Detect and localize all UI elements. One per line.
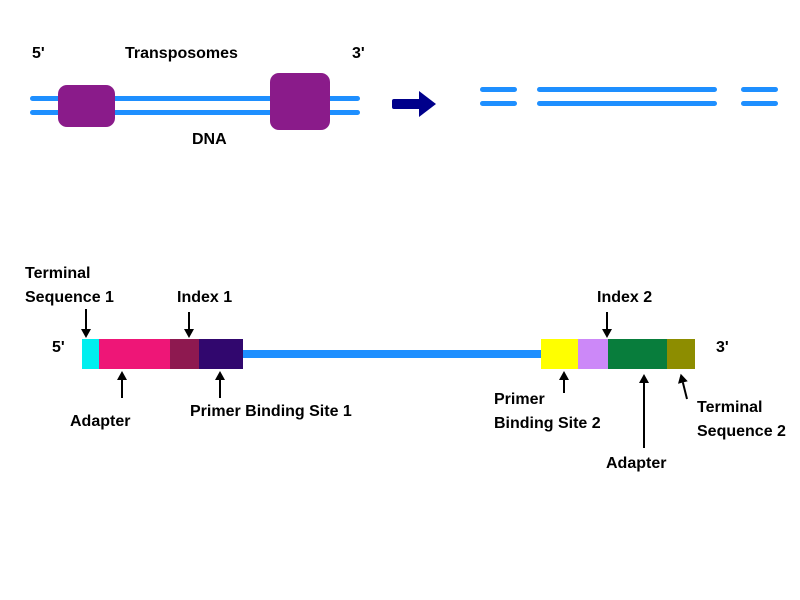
primer-binding-site-1-arrow-icon bbox=[214, 371, 226, 398]
fragment-right-top-strand bbox=[741, 87, 778, 92]
right-arrow-icon bbox=[392, 91, 438, 117]
segment-index-1 bbox=[170, 339, 199, 369]
segment-index-2 bbox=[578, 339, 608, 369]
primer-binding-site-1-label: Primer Binding Site 1 bbox=[190, 403, 352, 420]
adapter-2-label: Adapter bbox=[606, 455, 667, 472]
index-1-arrow-icon bbox=[183, 312, 195, 338]
index-1-label: Index 1 bbox=[177, 289, 233, 306]
adapter-1-arrow-icon bbox=[116, 371, 128, 398]
three-prime-label-bottom: 3' bbox=[716, 339, 729, 356]
terminal-sequence-2-arrow-icon bbox=[675, 372, 693, 400]
index-2-label: Index 2 bbox=[597, 289, 653, 306]
adapter-1-label: Adapter bbox=[70, 413, 131, 430]
segment-terminal-sequence-2 bbox=[667, 339, 695, 369]
fragment-left-bottom-strand bbox=[480, 101, 517, 106]
index-2-arrow-icon bbox=[601, 312, 613, 338]
transposomes-label: Transposomes bbox=[125, 45, 238, 62]
terminal-sequence-2-label: Terminal Sequence 2 bbox=[697, 399, 786, 440]
fragment-middle-top-strand bbox=[537, 87, 717, 92]
terminal-sequence-1-arrow-icon bbox=[80, 309, 92, 338]
transposome-left bbox=[58, 85, 115, 127]
primer-binding-site-2-arrow-icon bbox=[558, 371, 570, 393]
transposome-right bbox=[270, 73, 330, 130]
fragment-right-bottom-strand bbox=[741, 101, 778, 106]
segment-adapter-1 bbox=[99, 339, 170, 369]
dna-top-strand bbox=[30, 96, 360, 101]
segment-terminal-sequence-1 bbox=[82, 339, 99, 369]
primer-binding-site-2-label: Primer Binding Site 2 bbox=[494, 391, 601, 432]
segment-primer-binding-site-2 bbox=[541, 339, 578, 369]
adapter-2-arrow-icon bbox=[638, 374, 650, 448]
five-prime-label-top: 5' bbox=[32, 45, 45, 62]
three-prime-label-top: 3' bbox=[352, 45, 365, 62]
fragment-left-top-strand bbox=[480, 87, 517, 92]
insert-dna-strand bbox=[243, 350, 541, 358]
dna-label: DNA bbox=[192, 131, 227, 148]
five-prime-label-bottom: 5' bbox=[52, 339, 65, 356]
segment-adapter-2 bbox=[608, 339, 667, 369]
dna-bottom-strand bbox=[30, 110, 360, 115]
terminal-sequence-1-label: Terminal Sequence 1 bbox=[25, 265, 114, 306]
fragment-middle-bottom-strand bbox=[537, 101, 717, 106]
segment-primer-binding-site-1 bbox=[199, 339, 243, 369]
